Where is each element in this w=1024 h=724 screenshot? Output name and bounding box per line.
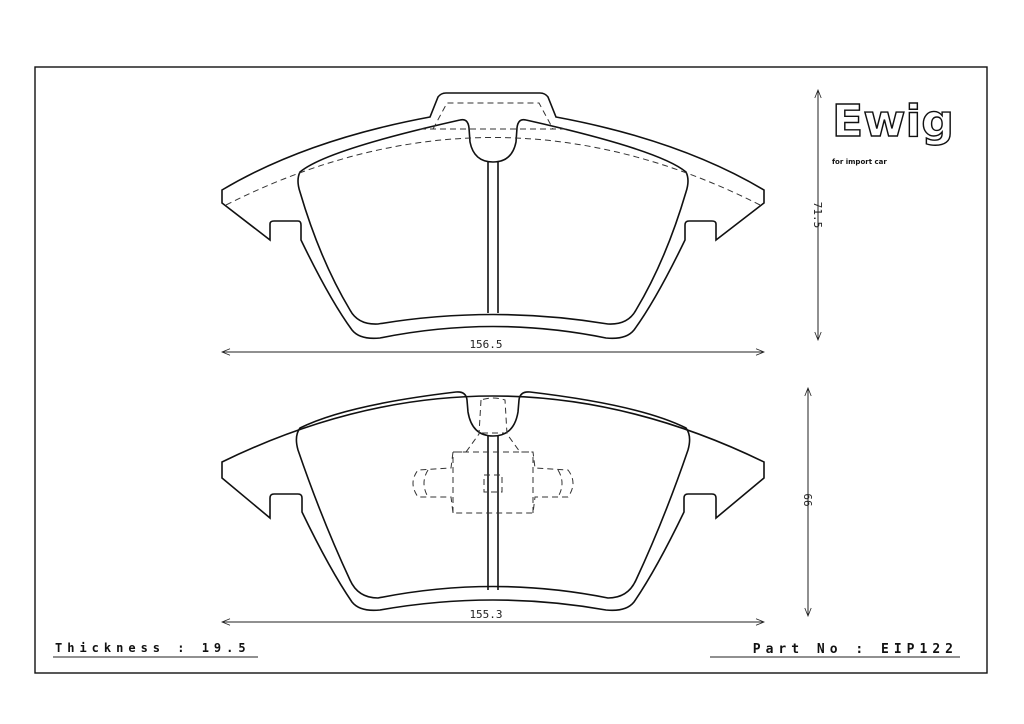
bottom-width-label: 155.3	[469, 608, 502, 621]
top-pad-backing-outline	[221, 92, 765, 340]
top-pad-view	[221, 92, 765, 340]
bottom-pad-piston-hidden-line	[412, 397, 574, 514]
top-pad-slot	[487, 162, 499, 313]
ewig-logo: Ewig for import car	[831, 95, 954, 166]
drawing-frame	[34, 66, 988, 674]
bottom-pad-friction-outline	[295, 391, 691, 599]
bottom-pad-backing-outline	[221, 395, 765, 612]
logo-brand: Ewig	[832, 96, 954, 147]
top-width-dimension: 156.5	[222, 338, 764, 352]
bottom-width-dimension: 155.3	[222, 608, 764, 622]
bottom-pad-view	[221, 391, 765, 612]
top-pad-friction-outline	[297, 118, 689, 325]
top-height-label: 71.5	[811, 202, 824, 229]
logo-tagline: for import car	[832, 158, 887, 166]
top-height-dimension: 71.5	[811, 90, 824, 340]
bottom-height-label: 66	[801, 493, 814, 506]
bottom-height-dimension: 66	[801, 388, 814, 616]
thickness-label: Thickness : 19.5	[55, 641, 251, 655]
top-pad-hidden-line	[225, 102, 761, 206]
top-width-label: 156.5	[469, 338, 502, 351]
part-number-label: Part No : EIP122	[753, 642, 958, 657]
